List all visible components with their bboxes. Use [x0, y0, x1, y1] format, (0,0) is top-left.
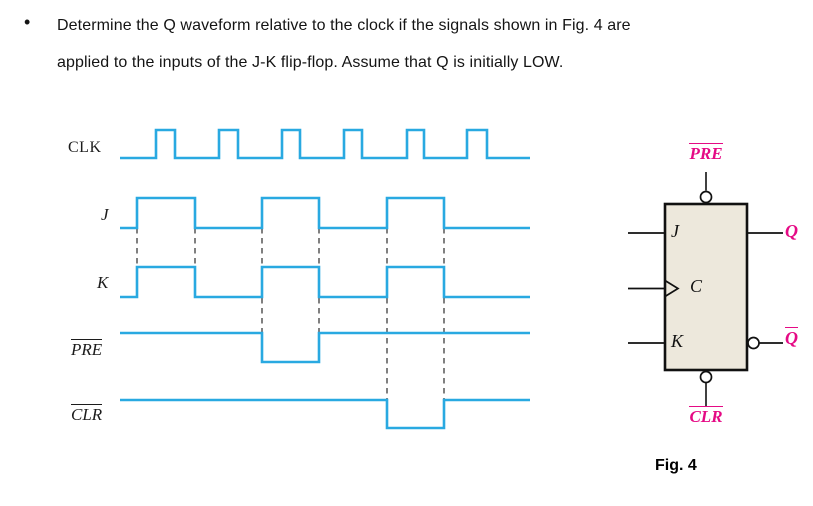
bullet-point: •	[24, 12, 31, 32]
flipflop-body	[663, 202, 749, 372]
waveform-clr	[120, 398, 530, 430]
clr-signal-label: CLR	[71, 404, 103, 425]
problem-text-line-2: applied to the inputs of the J-K flip-fl…	[57, 54, 564, 71]
flipflop-qbar-label-text: Q	[785, 327, 798, 348]
flipflop-clr-label-text: CLR	[689, 406, 723, 426]
flipflop-k-label: K	[671, 331, 684, 351]
waveform-clk	[120, 128, 530, 160]
flipflop-j-label: J	[671, 221, 679, 241]
clear-bubble	[699, 370, 713, 384]
flipflop-pre-label-text: PRE	[689, 143, 723, 163]
figure-caption: Fig. 4	[655, 457, 697, 474]
flipflop-clr-label: CLR	[684, 406, 728, 427]
clk-signal-label: CLK	[68, 139, 102, 156]
waveform-k	[120, 265, 530, 299]
pre-signal-label-text: PRE	[71, 339, 103, 359]
pre-signal-label: PRE	[71, 339, 103, 360]
k-signal-label: K	[97, 273, 109, 292]
flipflop-c-label: C	[690, 276, 703, 296]
j-signal-label: J	[101, 205, 109, 224]
clock-triangle-icon	[664, 279, 680, 298]
waveform-pre	[120, 331, 530, 364]
flipflop-q-label: Q	[785, 221, 798, 241]
flipflop-qbar-label: Q	[785, 327, 798, 349]
flipflop-pre-label: PRE	[684, 143, 728, 164]
problem-text-line-1: Determine the Q waveform relative to the…	[57, 17, 631, 34]
qbar-bubble	[747, 336, 760, 350]
clr-signal-label-text: CLR	[71, 404, 103, 424]
waveform-j	[120, 196, 530, 230]
preset-bubble	[699, 190, 713, 204]
